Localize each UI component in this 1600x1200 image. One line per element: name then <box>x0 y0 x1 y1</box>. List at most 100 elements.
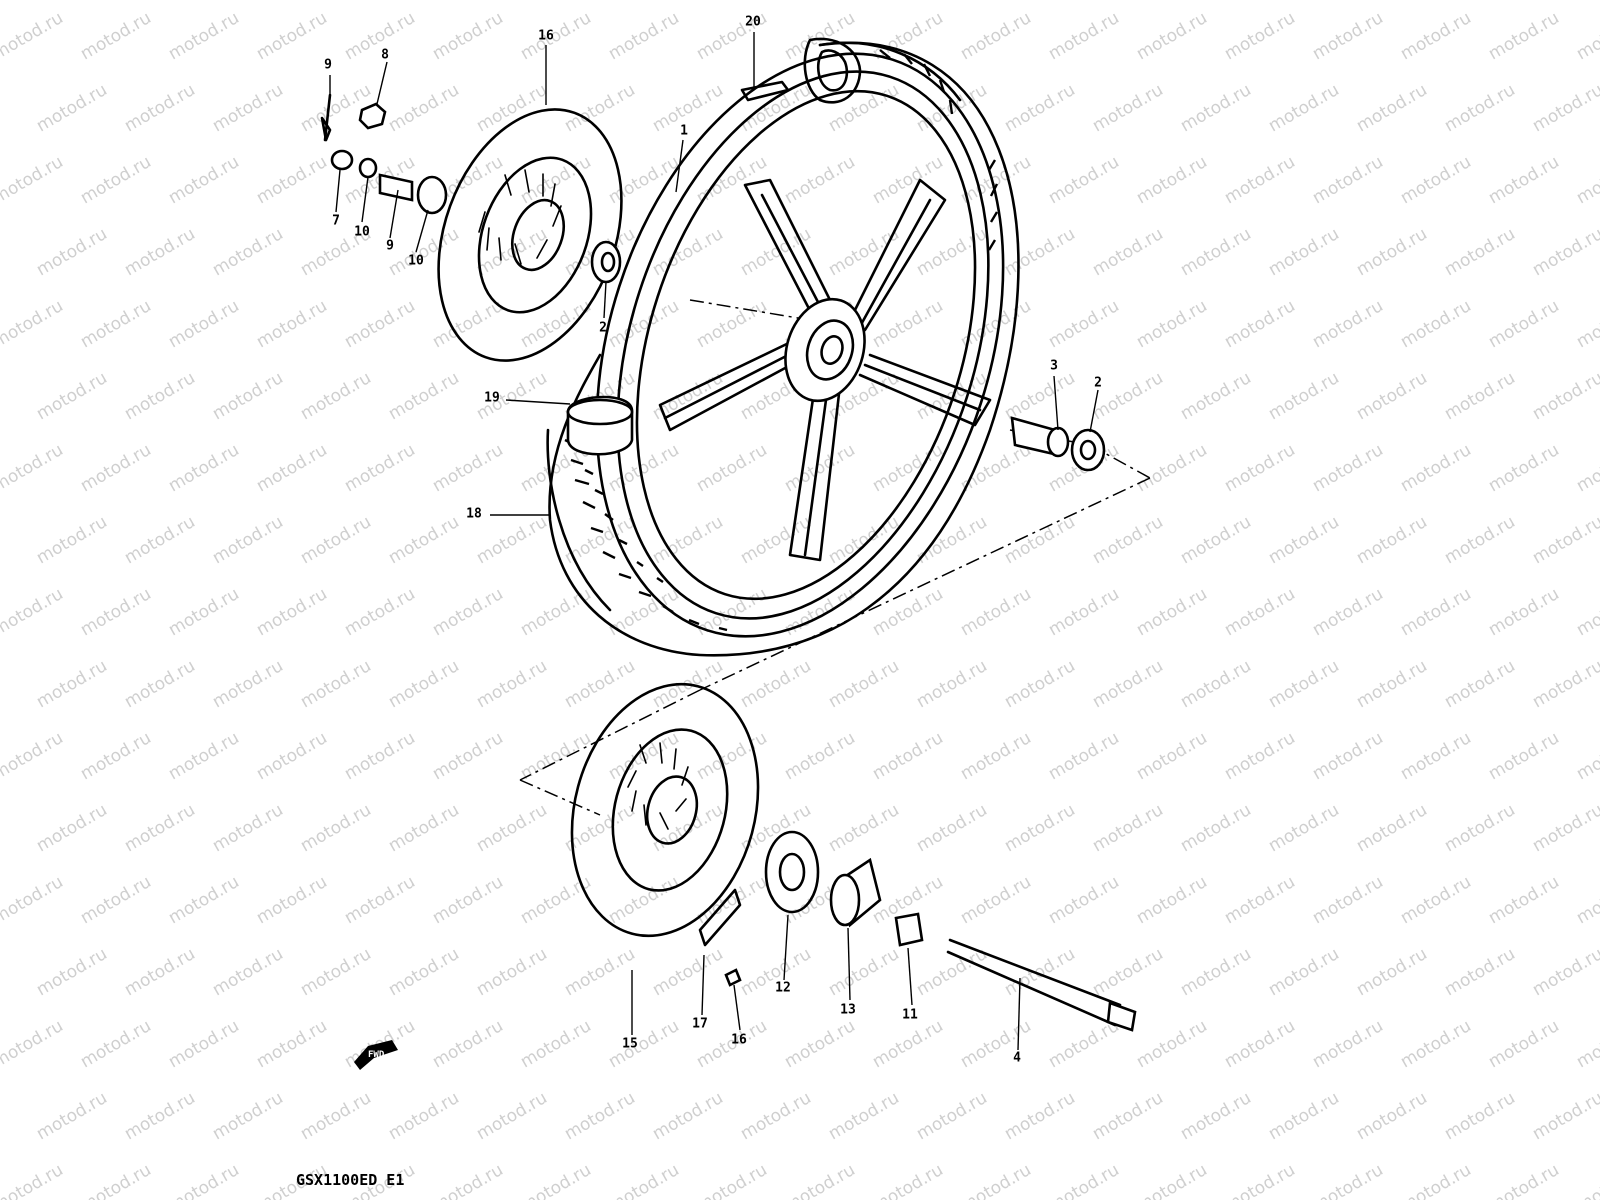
watermark-text: motod.ru <box>429 1160 507 1200</box>
watermark-text: motod.ru <box>1573 440 1600 496</box>
watermark-text: motod.ru <box>1485 152 1563 208</box>
watermark-text: motod.ru <box>165 296 243 352</box>
watermark-text: motod.ru <box>429 440 507 496</box>
callout-20: 20 <box>745 15 761 30</box>
watermark-text: motod.ru <box>385 944 463 1000</box>
watermark-text: motod.ru <box>1353 800 1431 856</box>
watermark-text: motod.ru <box>341 8 419 64</box>
watermark-text: motod.ru <box>253 1016 331 1072</box>
watermark-text: motod.ru <box>0 440 67 496</box>
small-parts-upper-left <box>320 93 448 215</box>
callout-8: 10 <box>408 254 424 269</box>
watermark-text: motod.ru <box>1397 8 1475 64</box>
watermark-text: motod.ru <box>1265 512 1343 568</box>
watermark-text: motod.ru <box>781 728 859 784</box>
watermark-text: motod.ru <box>1133 584 1211 640</box>
watermark-text: motod.ru <box>0 1016 67 1072</box>
watermark-text: motod.ru <box>1001 80 1079 136</box>
watermark-text: motod.ru <box>429 584 507 640</box>
watermark-text: motod.ru <box>473 512 551 568</box>
watermark-text: motod.ru <box>957 584 1035 640</box>
watermark-text: motod.ru <box>869 728 947 784</box>
watermark-text: motod.ru <box>253 8 331 64</box>
watermark-text: motod.ru <box>77 584 155 640</box>
watermark-text: motod.ru <box>1265 1088 1343 1144</box>
watermark-text: motod.ru <box>781 1160 859 1200</box>
callout-7: 8 <box>381 48 389 63</box>
watermark-text: motod.ru <box>825 656 903 712</box>
watermark-text: motod.ru <box>1529 1088 1600 1144</box>
watermark-text: motod.ru <box>1133 296 1211 352</box>
forward-marker-text: FWD <box>368 1050 385 1060</box>
watermark-text: motod.ru <box>385 656 463 712</box>
watermark-text: motod.ru <box>165 584 243 640</box>
watermark-text: motod.ru <box>1309 872 1387 928</box>
watermark-text: motod.ru <box>1573 8 1600 64</box>
watermark-text: motod.ru <box>1001 800 1079 856</box>
watermark-text: motod.ru <box>1177 80 1255 136</box>
watermark-text: motod.ru <box>341 728 419 784</box>
watermark-text: motod.ru <box>737 656 815 712</box>
watermark-text: motod.ru <box>517 296 595 352</box>
watermark-text: motod.ru <box>1045 728 1123 784</box>
watermark-text: motod.ru <box>1309 728 1387 784</box>
watermark-text: motod.ru <box>1221 440 1299 496</box>
watermark-text: motod.ru <box>825 944 903 1000</box>
watermark-text: motod.ru <box>1309 296 1387 352</box>
watermark-text: motod.ru <box>561 1088 639 1144</box>
watermark-text: motod.ru <box>1573 1160 1600 1200</box>
watermark-text: motod.ru <box>1309 440 1387 496</box>
watermark-text: motod.ru <box>33 1088 111 1144</box>
watermark-text: motod.ru <box>473 656 551 712</box>
watermark-text: motod.ru <box>209 656 287 712</box>
watermark-text: motod.ru <box>1221 584 1299 640</box>
watermark-text: motod.ru <box>1573 728 1600 784</box>
watermark-text: motod.ru <box>341 872 419 928</box>
watermark-text: motod.ru <box>1529 512 1600 568</box>
watermark-text: motod.ru <box>737 512 815 568</box>
watermark-text: motod.ru <box>1265 656 1343 712</box>
watermark-text: motod.ru <box>253 872 331 928</box>
watermark-text: motod.ru <box>33 224 111 280</box>
watermark-text: motod.ru <box>1089 800 1167 856</box>
watermark-text: motod.ru <box>561 80 639 136</box>
watermark-text: motod.ru <box>649 80 727 136</box>
watermark-text: motod.ru <box>1353 944 1431 1000</box>
watermark-text: motod.ru <box>1309 1160 1387 1200</box>
watermark-text: motod.ru <box>649 944 727 1000</box>
watermark-text: motod.ru <box>1265 224 1343 280</box>
watermark-text: motod.ru <box>1397 584 1475 640</box>
watermark-text: motod.ru <box>1309 1016 1387 1072</box>
callout-12: 12 <box>775 981 791 996</box>
callout-16: 16 <box>731 1033 747 1048</box>
watermark-text: motod.ru <box>737 1088 815 1144</box>
watermark-text: motod.ru <box>517 584 595 640</box>
watermark-text: motod.ru <box>297 656 375 712</box>
watermark-text: motod.ru <box>1265 944 1343 1000</box>
watermark-text: motod.ru <box>473 944 551 1000</box>
watermark-text: motod.ru <box>1529 800 1600 856</box>
watermark-text: motod.ru <box>1485 1160 1563 1200</box>
watermark-text: motod.ru <box>209 368 287 424</box>
watermark-text: motod.ru <box>1133 152 1211 208</box>
watermark-text: motod.ru <box>253 296 331 352</box>
watermark-text: motod.ru <box>1573 584 1600 640</box>
watermark-text: motod.ru <box>605 1160 683 1200</box>
watermark-text: motod.ru <box>0 1160 67 1200</box>
watermark-text: motod.ru <box>957 1160 1035 1200</box>
watermark-text: motod.ru <box>77 152 155 208</box>
watermark-text: motod.ru <box>1177 224 1255 280</box>
watermark-text: motod.ru <box>1353 80 1431 136</box>
watermark-text: motod.ru <box>77 728 155 784</box>
watermark-text: motod.ru <box>1441 800 1519 856</box>
watermark-text: motod.ru <box>1441 512 1519 568</box>
watermark-text: motod.ru <box>517 1016 595 1072</box>
watermark-text: motod.ru <box>165 728 243 784</box>
watermark-text: motod.ru <box>1529 368 1600 424</box>
small-parts-lower <box>698 830 1137 1032</box>
watermark-text: motod.ru <box>1001 1088 1079 1144</box>
watermark-text: motod.ru <box>517 872 595 928</box>
watermark-text: motod.ru <box>1045 872 1123 928</box>
watermark-text: motod.ru <box>77 440 155 496</box>
